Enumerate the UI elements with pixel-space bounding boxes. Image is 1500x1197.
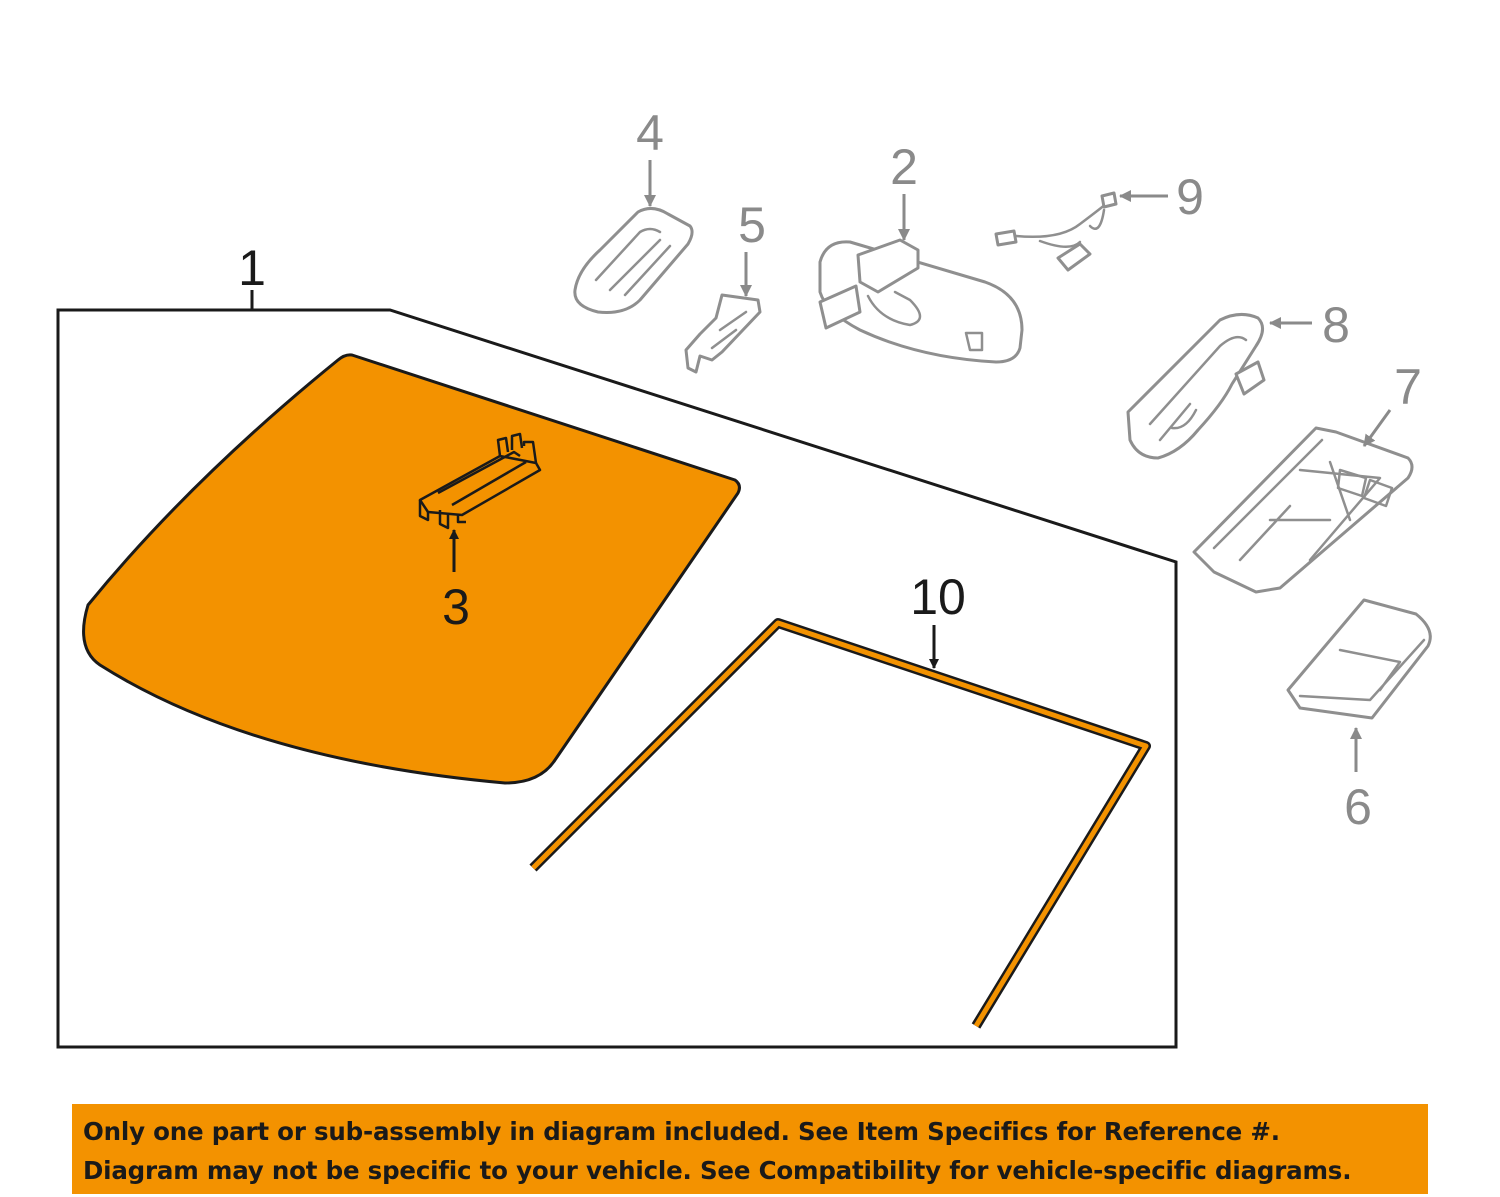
part-9-wire-harness [994,191,1118,272]
disclaimer-line-2: Diagram may not be specific to your vehi… [83,1156,1352,1185]
callout-6: 6 [1344,779,1372,835]
disclaimer-line-1: Only one part or sub-assembly in diagram… [83,1117,1280,1146]
part-7-console-frame [1192,426,1414,594]
part-8-console-housing [1126,313,1266,460]
part-4-mirror-cover [573,207,694,314]
part-5-clip [684,293,762,374]
callout-7: 7 [1394,359,1422,415]
disclaimer-banner: Only one part or sub-assembly in diagram… [72,1104,1428,1194]
callout-8: 8 [1322,297,1350,353]
part-6-lamp-module [1286,598,1432,720]
callout-4: 4 [636,105,664,161]
mirror-bracket [418,432,542,530]
callout-9: 9 [1176,169,1204,225]
windshield-moulding [529,618,1151,1029]
callout-2: 2 [890,139,918,195]
callout-1: 1 [238,240,266,296]
callout-10: 10 [910,569,966,625]
callout-5: 5 [738,197,766,253]
windshield-glass [82,353,741,785]
part-2-rear-view-mirror [818,238,1024,364]
callout-7-arrow [1362,409,1392,447]
assembly-group-box [56,308,1178,1049]
callout-3: 3 [442,579,470,635]
